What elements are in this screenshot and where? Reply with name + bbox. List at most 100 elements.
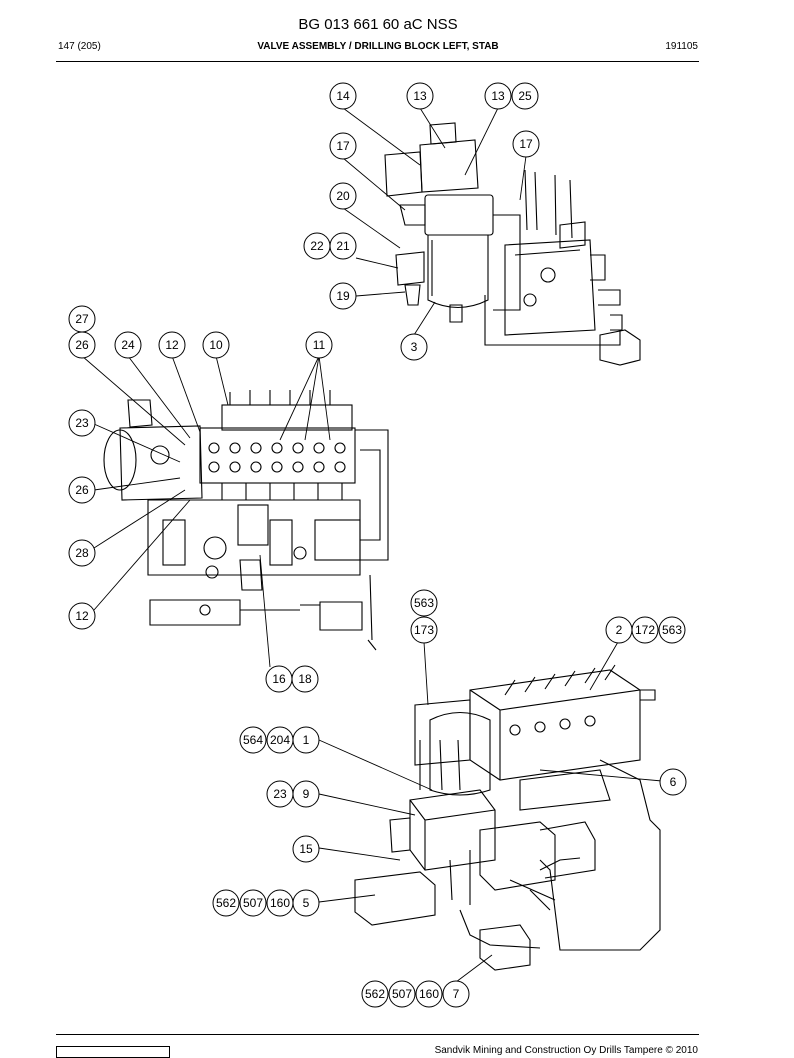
- callout-9: 9: [292, 780, 320, 808]
- footer-copyright: Sandvik Mining and Construction Oy Drill…: [434, 1045, 698, 1056]
- callout-label: 12: [75, 609, 89, 623]
- callout-circle: [631, 616, 659, 644]
- callout-11: 11: [305, 331, 333, 359]
- callout-label: 1: [303, 733, 310, 747]
- callout-2: 2: [605, 616, 633, 644]
- callout-circle: [114, 331, 142, 359]
- callout-23: 23: [68, 409, 96, 437]
- callout-563: 563: [658, 616, 686, 644]
- callout-circle: [291, 665, 319, 693]
- callout-label: 14: [336, 89, 350, 103]
- callout-173: 173: [410, 616, 438, 644]
- callout-23: 23: [266, 780, 294, 808]
- callout-label: 5: [303, 896, 310, 910]
- callout-circle: [329, 232, 357, 260]
- callout-circle: [68, 476, 96, 504]
- callout-label: 23: [75, 416, 89, 430]
- callout-label: 562: [216, 896, 236, 910]
- callout-circle: [329, 132, 357, 160]
- callout-circle: [239, 726, 267, 754]
- page-number: 147 (205): [58, 41, 101, 52]
- callout-label: 25: [518, 89, 532, 103]
- callout-label: 19: [336, 289, 350, 303]
- callout-circle: [292, 726, 320, 754]
- callout-204: 204: [266, 726, 294, 754]
- callout-label: 3: [411, 340, 418, 354]
- callout-label: 6: [670, 775, 677, 789]
- callout-circle: [292, 835, 320, 863]
- callout-562: 562: [361, 980, 389, 1008]
- callout-label: 563: [662, 623, 682, 637]
- callout-22: 22: [303, 232, 331, 260]
- callout-circle: [658, 616, 686, 644]
- callout-12: 12: [68, 602, 96, 630]
- callout-26: 26: [68, 476, 96, 504]
- callout-14: 14: [329, 82, 357, 110]
- footer-rule: [56, 1034, 699, 1035]
- callout-circle: [410, 589, 438, 617]
- filter-assembly-drawing: [384, 122, 641, 366]
- callout-16: 16: [265, 665, 293, 693]
- callout-label: 18: [298, 672, 312, 686]
- sandvik-logo: [56, 1046, 170, 1058]
- callout-circle: [415, 980, 443, 1008]
- callout-circle: [305, 331, 333, 359]
- callout-label: 24: [121, 338, 135, 352]
- callout-160: 160: [415, 980, 443, 1008]
- section-title: VALVE ASSEMBLY / DRILLING BLOCK LEFT, ST…: [257, 41, 499, 52]
- callout-circle: [512, 130, 540, 158]
- callout-label: 26: [75, 483, 89, 497]
- callout-circle: [68, 539, 96, 567]
- callout-circle: [68, 331, 96, 359]
- callout-1: 1: [292, 726, 320, 754]
- valve-block-drawing: [103, 390, 389, 651]
- callout-circle: [442, 980, 470, 1008]
- callout-562: 562: [212, 889, 240, 917]
- callout-label: 11: [313, 338, 326, 352]
- callout-circle: [361, 980, 389, 1008]
- callout-20: 20: [329, 182, 357, 210]
- callout-circle: [239, 889, 267, 917]
- callout-label: 563: [414, 596, 434, 610]
- callout-5: 5: [292, 889, 320, 917]
- callout-7: 7: [442, 980, 470, 1008]
- callout-17: 17: [512, 130, 540, 158]
- callout-24: 24: [114, 331, 142, 359]
- callout-172: 172: [631, 616, 659, 644]
- callout-circle: [410, 616, 438, 644]
- callout-label: 16: [272, 672, 286, 686]
- callout-circle: [659, 768, 687, 796]
- callout-circle: [406, 82, 434, 110]
- callout-label: 28: [75, 546, 89, 560]
- callout-label: 27: [75, 312, 89, 326]
- callout-label: 204: [270, 733, 290, 747]
- callout-circle: [329, 82, 357, 110]
- callout-circle: [484, 82, 512, 110]
- callout-label: 160: [270, 896, 290, 910]
- callout-label: 160: [419, 987, 439, 1001]
- callout-label: 507: [392, 987, 412, 1001]
- callout-circle: [292, 780, 320, 808]
- document-title: BG 013 661 60 aC NSS: [298, 16, 458, 33]
- callout-25: 25: [511, 82, 539, 110]
- callout-13: 13: [484, 82, 512, 110]
- callout-circle: [400, 333, 428, 361]
- callout-27: 27: [68, 305, 96, 333]
- callout-label: 7: [453, 987, 460, 1001]
- callout-label: 15: [299, 842, 313, 856]
- callout-label: 23: [273, 787, 287, 801]
- callout-label: 20: [336, 189, 350, 203]
- callout-507: 507: [239, 889, 267, 917]
- callout-3: 3: [400, 333, 428, 361]
- callout-circle: [292, 889, 320, 917]
- callout-label: 17: [519, 137, 533, 151]
- callout-507: 507: [388, 980, 416, 1008]
- callout-label: 13: [413, 89, 427, 103]
- callout-17: 17: [329, 132, 357, 160]
- callout-label: 2: [616, 623, 623, 637]
- callout-circle: [68, 602, 96, 630]
- callout-18: 18: [291, 665, 319, 693]
- callout-circle: [158, 331, 186, 359]
